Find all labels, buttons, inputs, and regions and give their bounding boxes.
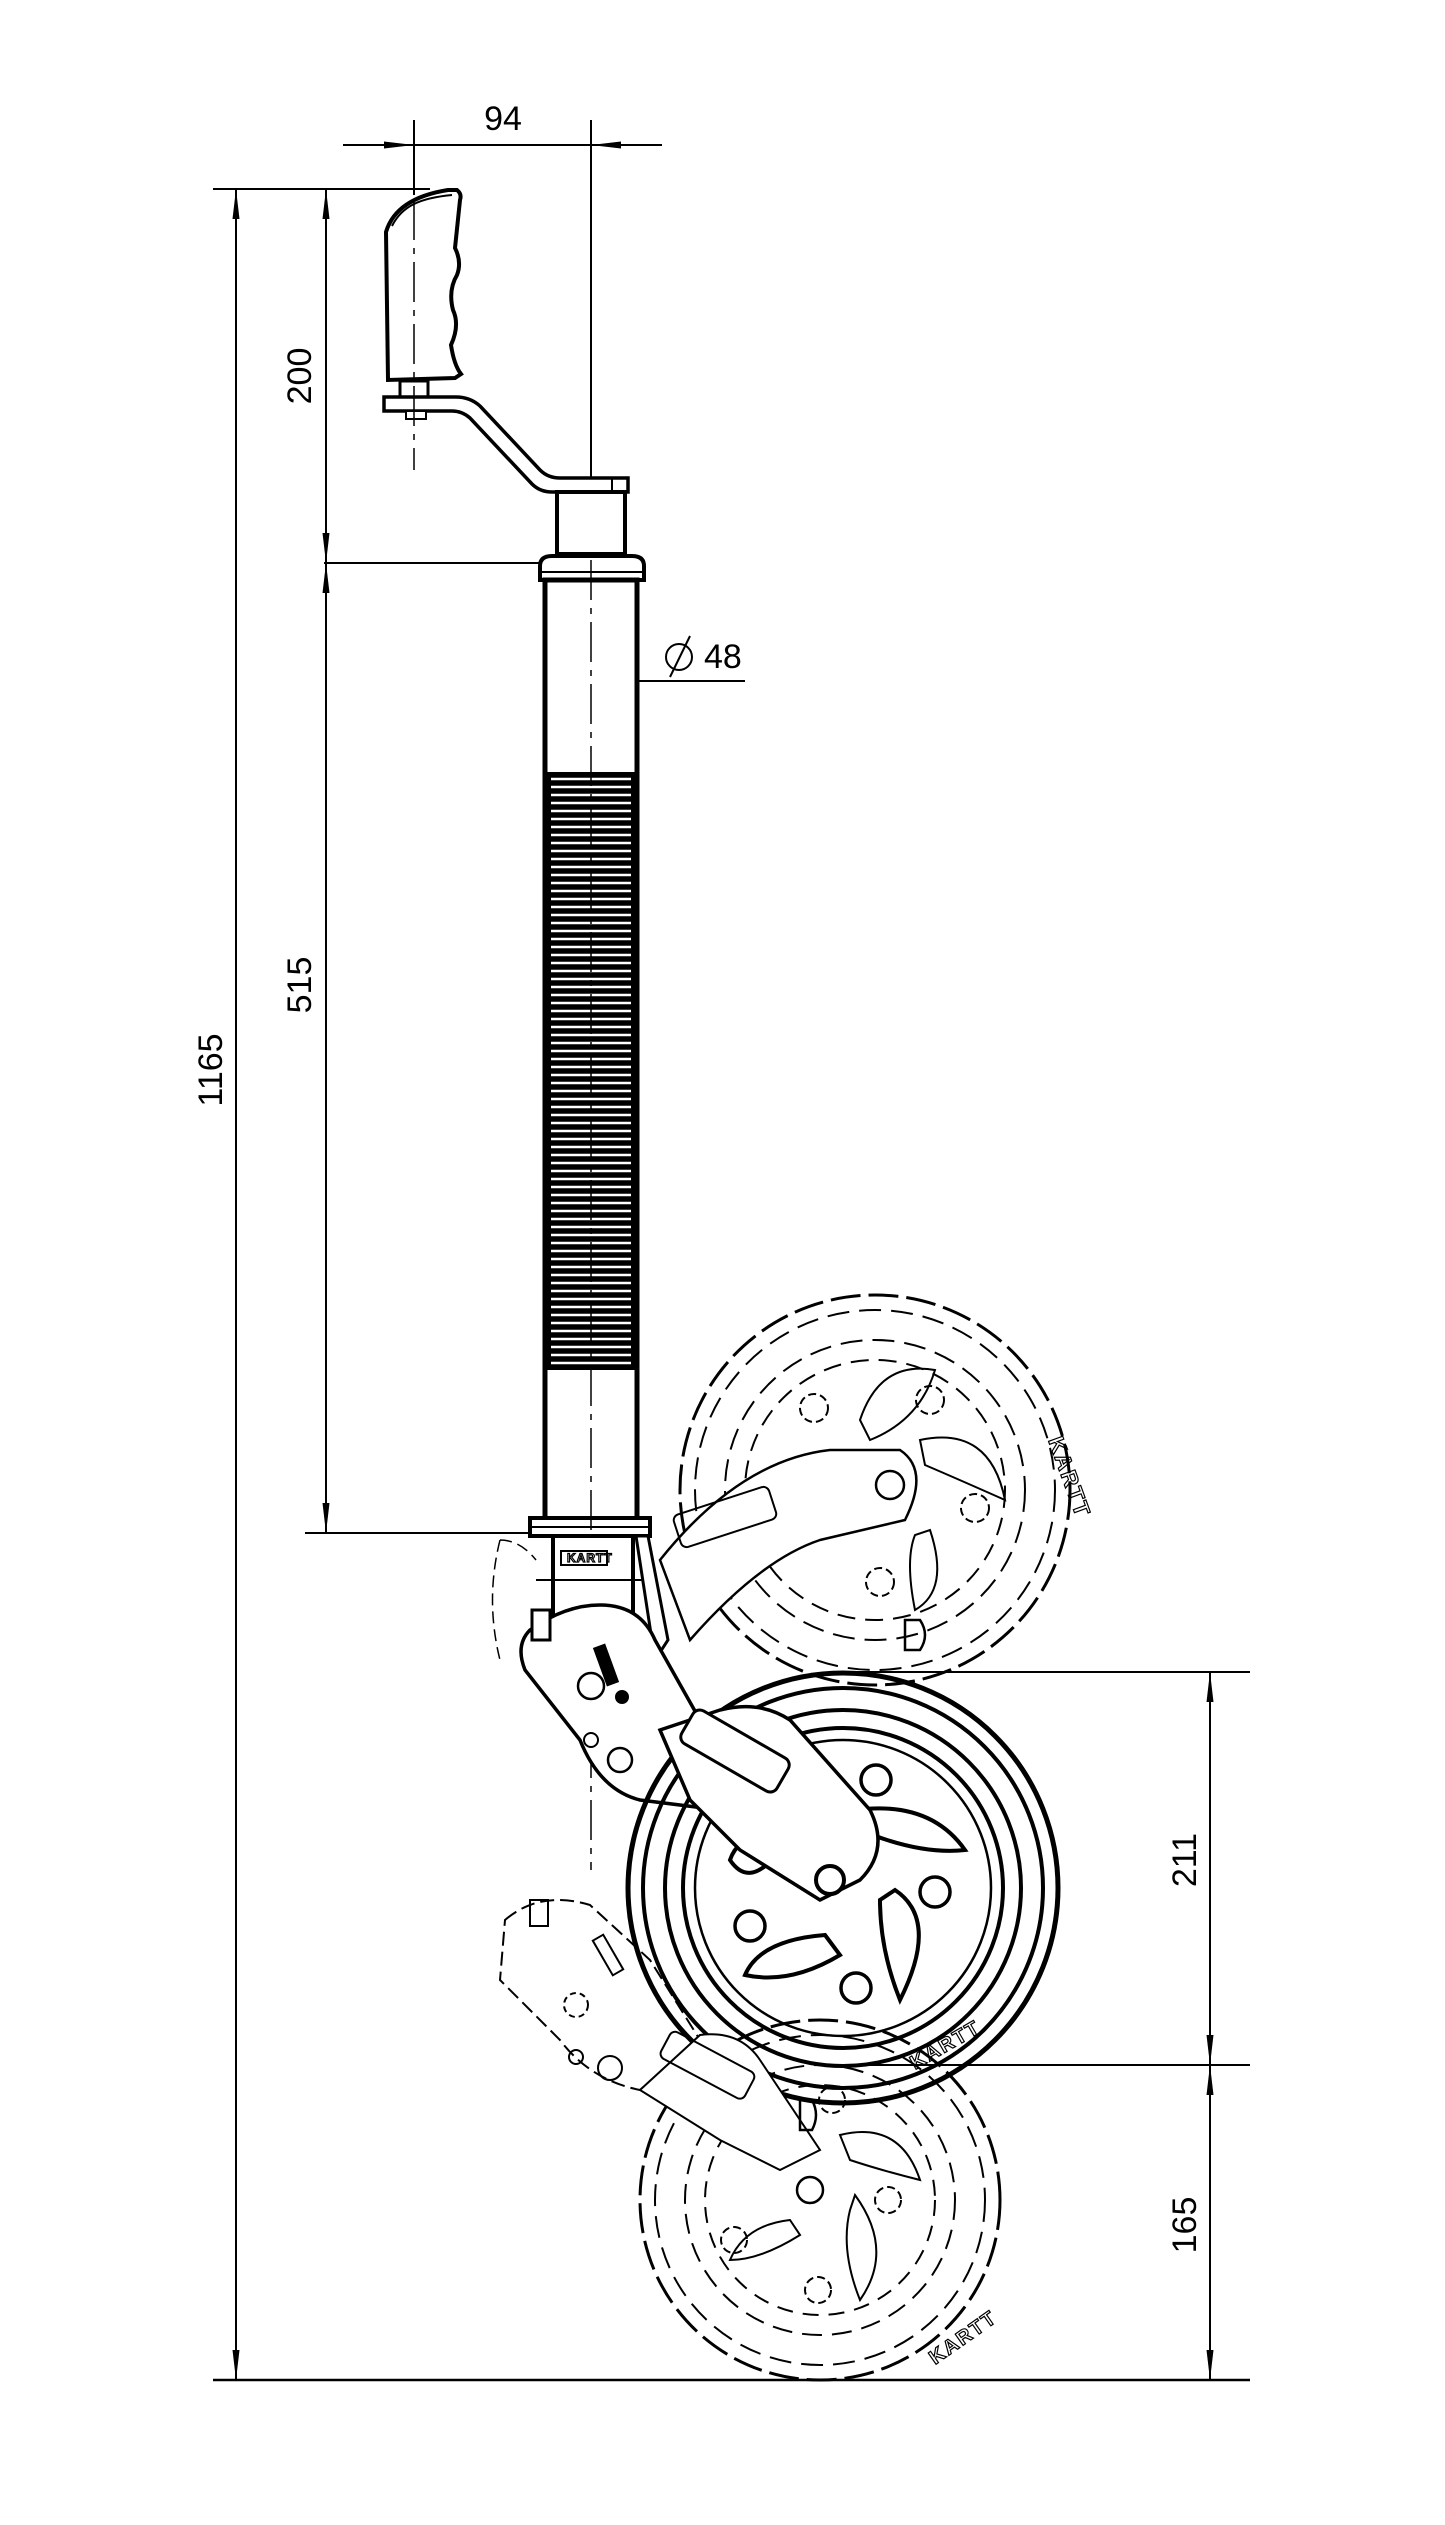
dimension-211-165 [850, 1671, 1250, 2380]
dim-label-211: 211 [1166, 1833, 1204, 1887]
tube-base-flange [528, 1516, 652, 1538]
dim-label-200: 200 [281, 348, 319, 405]
bracket-brand: KARTT [567, 1551, 613, 1565]
lower-wheel-ghost [638, 2018, 1002, 2382]
dim-label-165: 165 [1166, 2197, 1204, 2254]
dim-label-1165: 1165 [192, 1033, 230, 1106]
swing-arc [491, 1539, 537, 1661]
dim-label-48: 48 [704, 638, 742, 676]
upper-wheel-brand: KARTT [1043, 1433, 1095, 1521]
middle-wheel [625, 1670, 1061, 2106]
crank-handle [382, 188, 646, 582]
middle-wheel-arm [657, 1704, 880, 1903]
dim-label-94: 94 [484, 100, 522, 138]
upper-wheel-ghost [658, 1293, 1072, 1687]
dim-label-515: 515 [281, 957, 319, 1014]
